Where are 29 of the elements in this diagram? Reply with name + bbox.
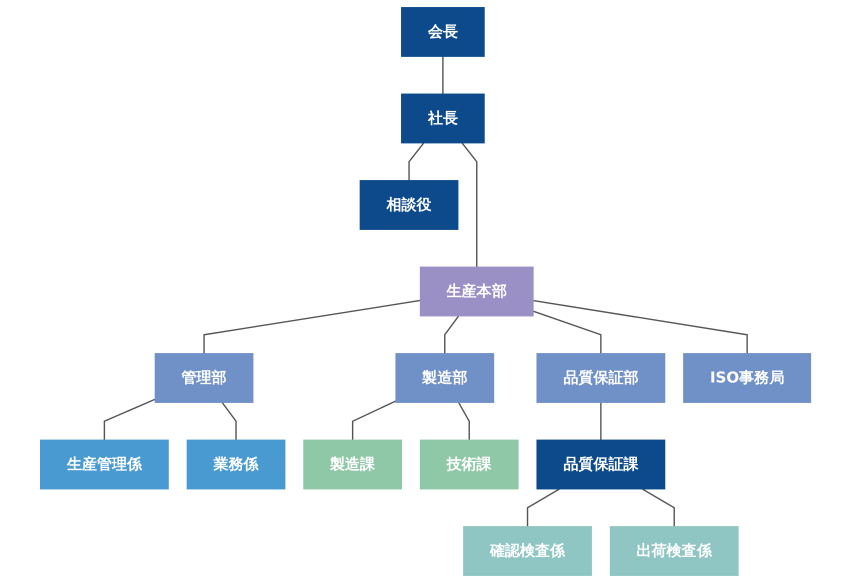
node-box: 会長 (401, 7, 485, 57)
node-box: 社長 (401, 94, 485, 144)
node-box: 相談役 (360, 180, 458, 230)
connector (532, 310, 602, 354)
node-box: 技術課 (420, 440, 519, 490)
connector (104, 398, 156, 440)
connector (222, 402, 237, 440)
connector (444, 316, 460, 354)
node-box: 出荷検査係 (610, 526, 739, 576)
connector (526, 488, 560, 527)
connector (461, 142, 478, 268)
connector (442, 56, 444, 94)
connector (203, 300, 420, 354)
node-box: 生産管理係 (40, 440, 169, 490)
connector (600, 402, 602, 440)
node-box: 品質保証課 (536, 440, 666, 490)
node-box: 業務係 (186, 440, 286, 490)
node-box: 製造部 (395, 353, 494, 403)
connector (352, 400, 396, 440)
node-box: 確認検査係 (463, 526, 592, 576)
node-box: 製造課 (303, 440, 402, 490)
node-box: 生産本部 (420, 266, 534, 316)
node-box: 管理部 (154, 353, 254, 403)
node-box: 品質保証部 (536, 353, 666, 403)
node-box: ISO事務局 (683, 353, 812, 403)
connector (458, 402, 470, 440)
connector (642, 488, 675, 527)
connector (408, 142, 424, 181)
connector (533, 300, 748, 354)
